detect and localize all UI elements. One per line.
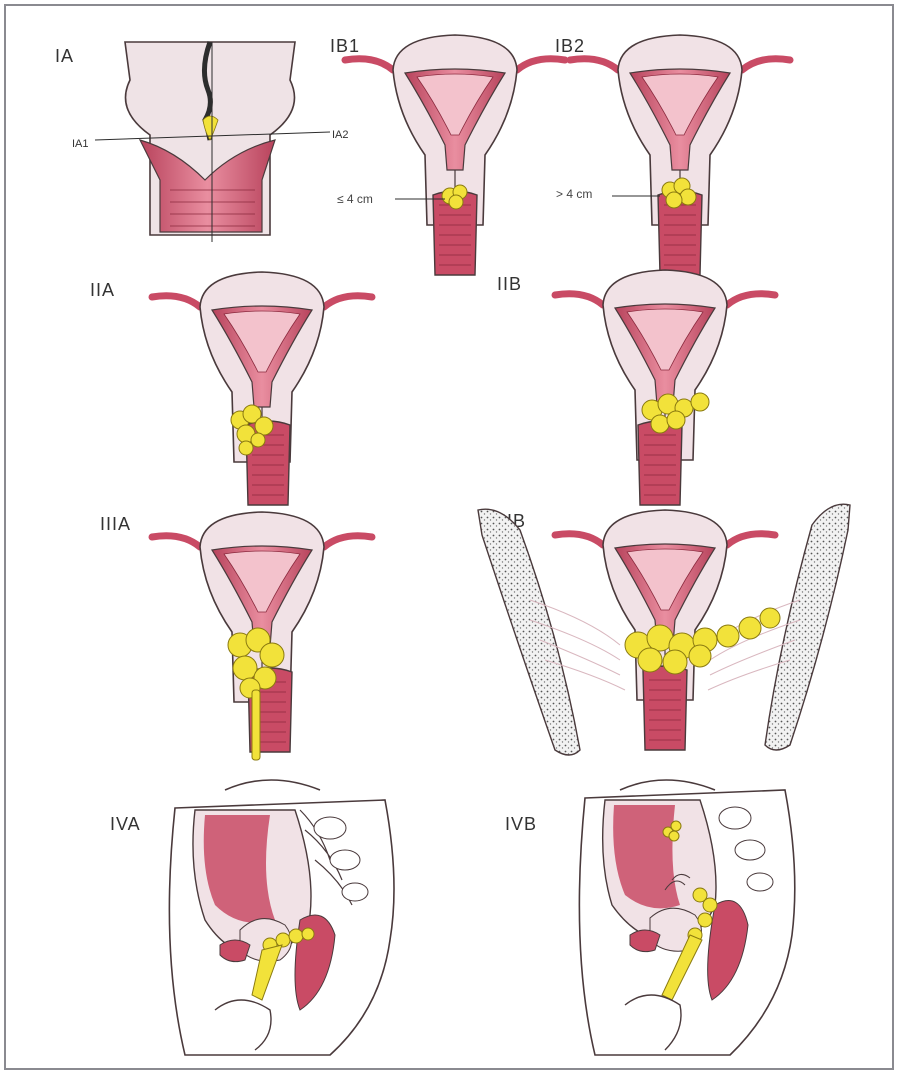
panel-iib: IIB: [497, 270, 775, 505]
measure-ib2: > 4 cm: [556, 187, 592, 201]
stage-label-iib: IIB: [497, 274, 522, 294]
panel-ivb: IVB: [505, 790, 795, 1055]
stage-label-iia: IIA: [90, 280, 115, 300]
panel-ib1: IB1 ≤ 4 cm: [330, 35, 565, 275]
stage-label-iiia: IIIA: [100, 514, 131, 534]
sublabel-ia1: IA1: [72, 138, 89, 150]
sublabel-ia2: IA2: [332, 129, 349, 141]
stage-label-ivb: IVB: [505, 814, 537, 834]
panel-iiia: IIIA: [100, 512, 372, 790]
panel-ib2: IB2 > 4 cm: [555, 35, 790, 275]
stage-label-ib1: IB1: [330, 36, 360, 56]
panel-iiib: IIIB: [478, 504, 850, 790]
stage-label-ia: IA: [55, 46, 74, 66]
panel-ia: IA IA1 IA2: [55, 42, 349, 242]
measure-ib1: ≤ 4 cm: [337, 192, 373, 206]
stage-label-ib2: IB2: [555, 36, 585, 56]
stage-label-iva: IVA: [110, 814, 141, 834]
panel-iva: IVA: [110, 800, 394, 1055]
panel-iia: IIA: [90, 272, 372, 505]
